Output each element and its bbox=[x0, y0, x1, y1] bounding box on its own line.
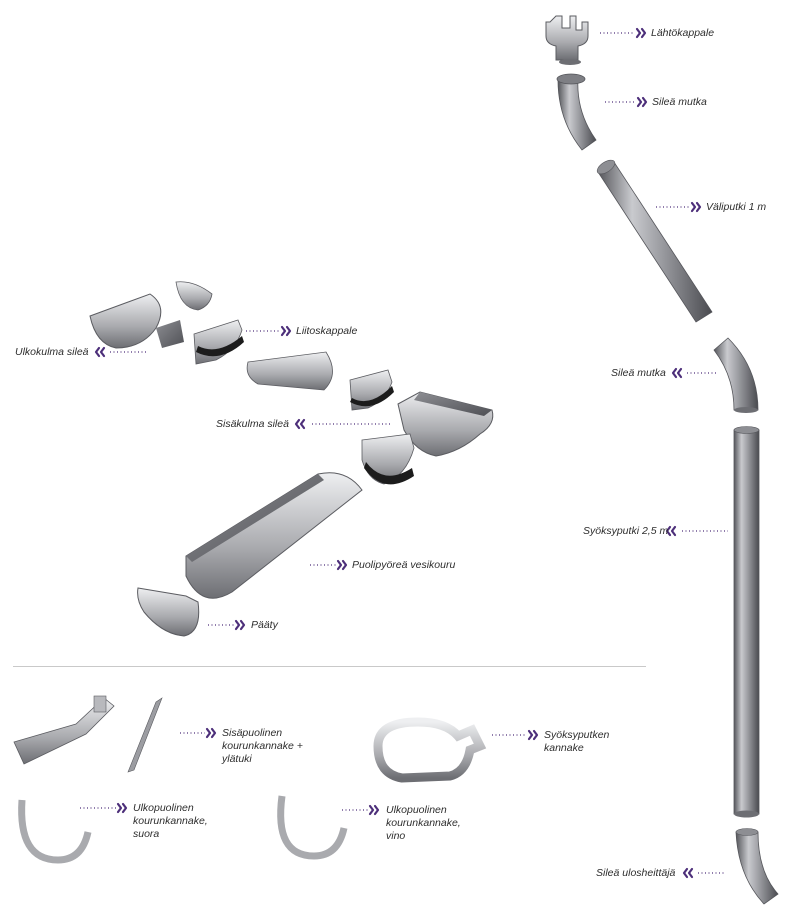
double-chevron-left-icon bbox=[671, 367, 683, 379]
ulkopuolinen-vino-part bbox=[277, 795, 348, 860]
label-valiputki: Väliputki 1 m bbox=[706, 201, 767, 213]
lahtokappale-part bbox=[545, 15, 589, 65]
label-lahtokappale: Lähtökappale bbox=[651, 27, 715, 39]
liitoskappale-2-part bbox=[349, 369, 394, 411]
liitoskappale-part bbox=[193, 319, 244, 365]
double-chevron-right-icon bbox=[636, 96, 648, 108]
silea-mutka-mid-part bbox=[713, 337, 759, 413]
double-chevron-left-icon bbox=[682, 867, 694, 879]
kouru-keski-part bbox=[246, 351, 333, 391]
syoksyputki-part bbox=[733, 426, 760, 818]
label-silea-mutka-top: Sileä mutka bbox=[652, 96, 707, 108]
label-ulkopuolinen-vino: Ulkopuolinen kourunkannake, vino bbox=[386, 804, 461, 842]
section-divider bbox=[13, 666, 646, 667]
leader-lines bbox=[80, 32, 728, 874]
double-chevron-left-icon bbox=[294, 418, 306, 430]
double-chevron-right-icon bbox=[527, 729, 539, 741]
kouru-pieni-part bbox=[175, 281, 213, 311]
label-sisakulma: Sisäkulma sileä bbox=[216, 418, 289, 430]
paaty-part bbox=[137, 587, 200, 637]
label-ulkopuolinen-suora: Ulkopuolinen kourunkannake, suora bbox=[133, 802, 208, 840]
double-chevron-right-icon bbox=[234, 619, 246, 631]
label-paaty: Pääty bbox=[251, 619, 278, 631]
double-chevron-right-icon bbox=[280, 325, 292, 337]
liitoskappale-3-part bbox=[361, 433, 415, 485]
double-chevron-right-icon bbox=[690, 201, 702, 213]
ulkopuolinen-suora-part bbox=[18, 799, 92, 864]
chevron-pointers bbox=[94, 27, 702, 879]
label-vesikouru: Puolipyöreä vesikouru bbox=[352, 559, 456, 571]
syoksyputken-kannake-part bbox=[373, 717, 487, 783]
ulkokulma-part bbox=[89, 293, 184, 349]
label-liitoskappale: Liitoskappale bbox=[296, 325, 358, 337]
double-chevron-right-icon bbox=[336, 559, 348, 571]
double-chevron-left-icon bbox=[665, 525, 677, 537]
silea-ulosheittaja-part bbox=[735, 828, 779, 905]
double-chevron-right-icon bbox=[635, 27, 647, 39]
label-syoksyputki: Syöksyputki 2,5 m bbox=[583, 525, 669, 537]
sisakulma-part bbox=[397, 391, 494, 457]
label-sisapuolinen: Sisäpuolinen kourunkannake + ylätuki bbox=[222, 727, 303, 765]
label-silea-ulosheittaja: Sileä ulosheittäjä bbox=[596, 867, 676, 879]
vesikouru-part bbox=[185, 472, 363, 599]
label-silea-mutka-mid: Sileä mutka bbox=[611, 367, 666, 379]
double-chevron-left-icon bbox=[94, 346, 106, 358]
label-syoksyputken-kannake: Syöksyputken kannake bbox=[544, 729, 610, 754]
silea-mutka-top-part bbox=[556, 73, 597, 151]
label-ulkokulma: Ulkokulma sileä bbox=[15, 346, 89, 358]
double-chevron-right-icon bbox=[116, 802, 128, 814]
valiputki-part bbox=[596, 159, 713, 323]
double-chevron-right-icon bbox=[205, 727, 217, 739]
double-chevron-right-icon bbox=[368, 804, 380, 816]
sisapuolinen-kannake-part bbox=[13, 695, 163, 773]
